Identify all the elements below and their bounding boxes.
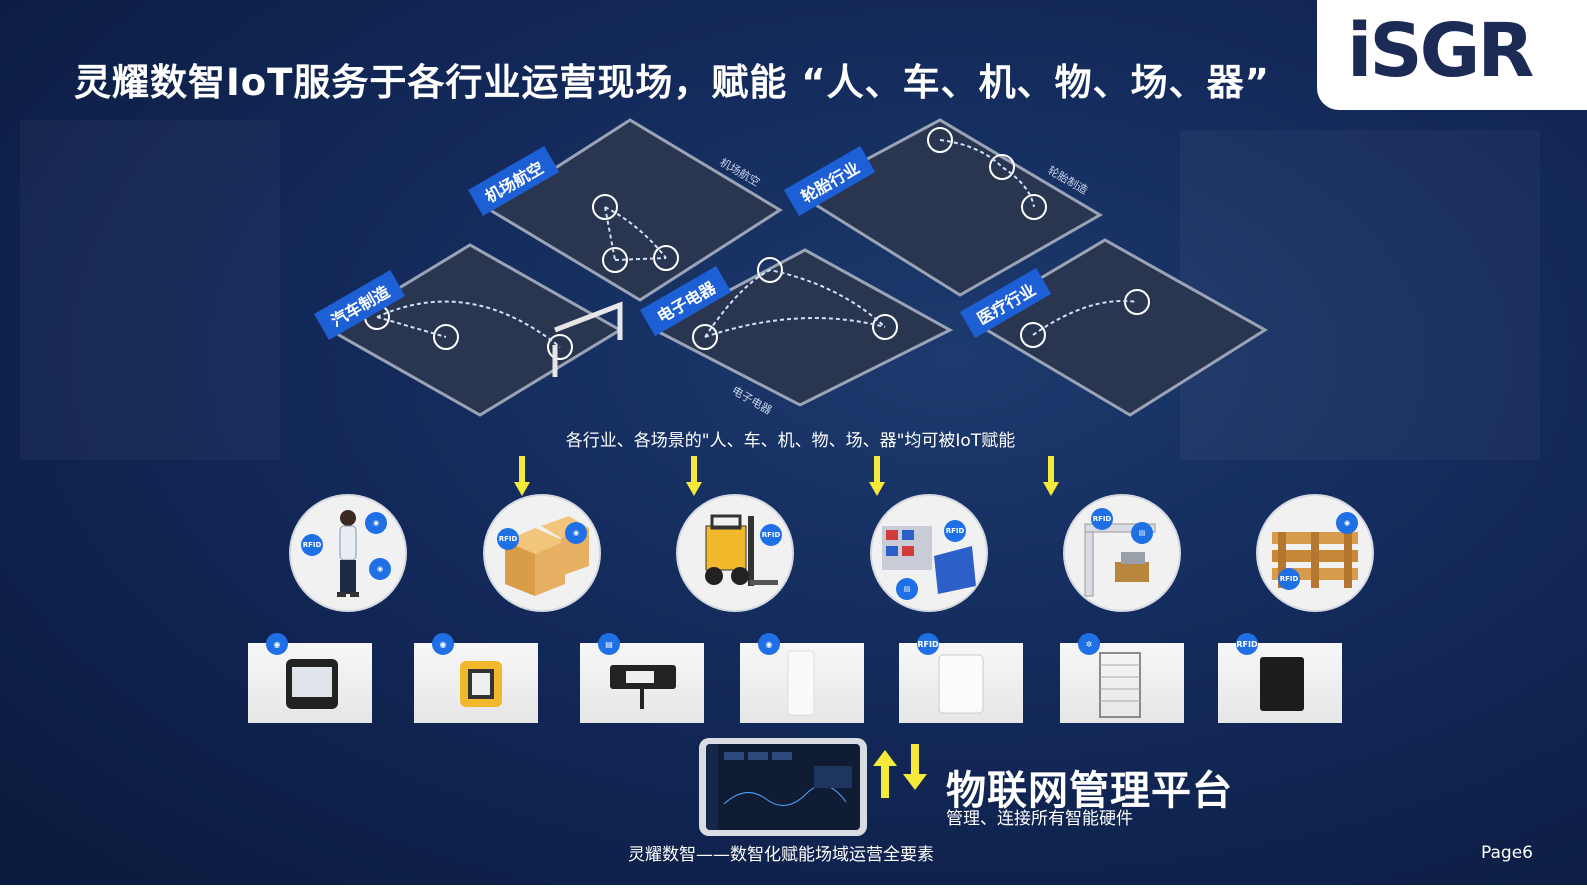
rfid-reader-black-icon <box>1260 657 1304 711</box>
arrow-down-icon <box>686 456 702 496</box>
element-cargo: RFID ◉ <box>485 496 599 610</box>
vehicle-terminal-icon <box>610 665 676 709</box>
arrow-down-icon <box>869 456 885 496</box>
location-icon: ◉ <box>565 522 587 544</box>
rfid-tag-icon: RFID <box>497 528 519 550</box>
device-gate-antenna: ✲ <box>1060 633 1184 723</box>
rfid-tag-icon: RFID <box>917 633 939 655</box>
scene-medical <box>967 238 1268 417</box>
location-icon: ◉ <box>369 558 391 580</box>
caption: 各行业、各场景的"人、车、机、物、场、器"均可被IoT赋能 <box>0 426 1587 451</box>
logo-text: iSGR <box>1347 8 1534 94</box>
scene-automotive <box>327 243 623 417</box>
element-person: RFID ◉ ◉ <box>291 496 405 610</box>
cart-icon: ▤ <box>896 578 918 600</box>
location-icon: ◉ <box>1336 512 1358 534</box>
rfid-tag-icon: RFID <box>1091 508 1113 530</box>
platform-subtitle: 管理、连接所有智能硬件 <box>946 809 1133 829</box>
dashboard-screen <box>706 744 860 830</box>
cargo-boxes-icon <box>505 516 589 596</box>
location-icon: ◉ <box>432 633 454 655</box>
forklift-icon <box>705 514 778 586</box>
logo: iSGR <box>1317 0 1587 110</box>
footer-slogan: 灵耀数智——数智化赋能场域运营全要素 <box>628 845 934 865</box>
industry-scenes <box>327 118 1268 417</box>
location-icon: ◉ <box>758 633 780 655</box>
arrow-down-icon <box>514 456 530 496</box>
rfid-tag-icon: RFID <box>1278 568 1300 590</box>
element-pallet: ◉ RFID <box>1258 496 1372 610</box>
platform-tablet <box>699 738 867 836</box>
background-forklift <box>20 120 280 460</box>
device-wrist-tag: ◉ <box>414 633 538 723</box>
gate-antenna-icon <box>1099 652 1141 718</box>
cart-icon: ▤ <box>1131 522 1153 544</box>
device-rfid-reader: RFID <box>899 633 1023 723</box>
rfid-tag-icon: RFID <box>301 534 323 556</box>
element-forklift: RFID <box>678 496 792 610</box>
anchor-base-icon <box>787 650 815 716</box>
element-gate: RFID ▤ <box>1065 496 1179 610</box>
scene-tire <box>797 118 1103 297</box>
page-title: 灵耀数智IoT服务于各行业运营现场，赋能 “人、车、机、物、场、器” <box>74 61 1270 104</box>
sync-arrows-icon <box>873 744 927 798</box>
device-badge-display: ◉ <box>248 633 372 723</box>
rfid-reader-icon <box>938 654 984 714</box>
caption-text: 各行业、各场景的"人、车、机、物、场、器"均可被IoT赋能 <box>565 431 1016 451</box>
rfid-tag-icon: RFID <box>1236 633 1258 655</box>
location-icon: ◉ <box>266 633 288 655</box>
platform-title: 物联网管理平台 <box>946 768 1233 814</box>
bottom-bar <box>0 885 1587 893</box>
device-rfid-reader-black: RFID <box>1218 633 1342 723</box>
wrist-tag-icon <box>460 661 502 707</box>
element-production-line: RFID ▤ <box>872 496 986 610</box>
dashboard-chart-icon <box>706 744 852 830</box>
pallet-icon <box>1272 532 1358 588</box>
device-vehicle-terminal: ▤ <box>580 633 704 723</box>
arrow-down-icon <box>1043 456 1059 496</box>
page-number: Page6 <box>1481 843 1533 863</box>
scene-airport <box>487 118 783 302</box>
cart-icon: ▤ <box>598 633 620 655</box>
rfid-tag-icon: RFID <box>760 524 782 546</box>
scene-electronics <box>651 248 954 407</box>
device-anchor: ◉ <box>740 633 864 723</box>
person-icon <box>337 510 359 597</box>
badge-display-icon <box>286 659 338 709</box>
rfid-tag-icon: RFID <box>944 520 966 542</box>
gear-icon: ✲ <box>1078 633 1100 655</box>
location-icon: ◉ <box>365 512 387 534</box>
production-line-icon <box>882 526 976 594</box>
gate-scanner-icon <box>1084 523 1156 597</box>
